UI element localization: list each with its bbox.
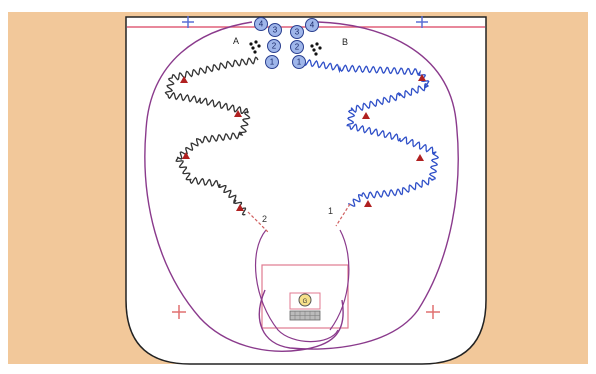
cone-triangle-icon <box>236 204 244 211</box>
player-circle-icon <box>254 17 268 31</box>
player-number: 1 <box>297 58 302 67</box>
player-number: 3 <box>295 28 300 37</box>
player-group-left: 43 2 1 <box>254 17 282 69</box>
player-number: 4 <box>259 20 264 29</box>
route-label-left: 2 <box>262 214 267 224</box>
cones <box>180 74 426 211</box>
goal-marker-icon <box>298 293 312 307</box>
player-circle-icon <box>268 23 282 37</box>
plus-mark-icon <box>182 16 194 28</box>
plus-mark-icon <box>426 305 440 319</box>
player-circle-icon <box>292 55 306 69</box>
rink-boards <box>125 16 487 365</box>
player-group-right: 4 3 2 1 <box>290 18 319 69</box>
route-left-inner <box>254 229 339 343</box>
group-label-right: B <box>342 37 348 47</box>
player-number: 2 <box>295 43 300 52</box>
group-label-left: A <box>233 36 239 46</box>
player-number: 1 <box>270 58 275 67</box>
cone-triangle-icon <box>418 74 426 81</box>
cone-triangle-icon <box>234 110 242 117</box>
player-circle-icon <box>290 25 304 39</box>
pass-line-right <box>335 203 351 227</box>
goal-frame <box>289 292 321 310</box>
right-skating-path <box>303 59 440 207</box>
cone-triangle-icon <box>416 154 424 161</box>
puck-stack-icon <box>249 40 261 54</box>
cone-triangle-icon <box>362 112 370 119</box>
route-left-outer <box>144 21 344 352</box>
cone-triangle-icon <box>182 152 190 159</box>
player-circle-icon <box>265 55 279 69</box>
route-right-inner <box>329 229 350 331</box>
goal-marker-label: G <box>303 299 308 305</box>
player-circle-icon <box>305 18 319 32</box>
player-circle-icon <box>290 40 304 54</box>
plus-mark-icon <box>172 305 186 319</box>
player-number: 4 <box>310 21 315 30</box>
cone-triangle-icon <box>364 200 372 207</box>
left-skating-path <box>164 56 259 216</box>
player-number: 3 <box>273 26 278 35</box>
player-circle-icon <box>267 39 281 53</box>
plus-mark-icon <box>416 16 428 28</box>
player-number: 2 <box>272 42 277 51</box>
route-right-outer <box>258 21 459 350</box>
net-mesh <box>290 311 320 320</box>
puck-stack-icon <box>310 42 322 56</box>
route-label-right: 1 <box>328 206 333 216</box>
cone-triangle-icon <box>180 76 188 83</box>
